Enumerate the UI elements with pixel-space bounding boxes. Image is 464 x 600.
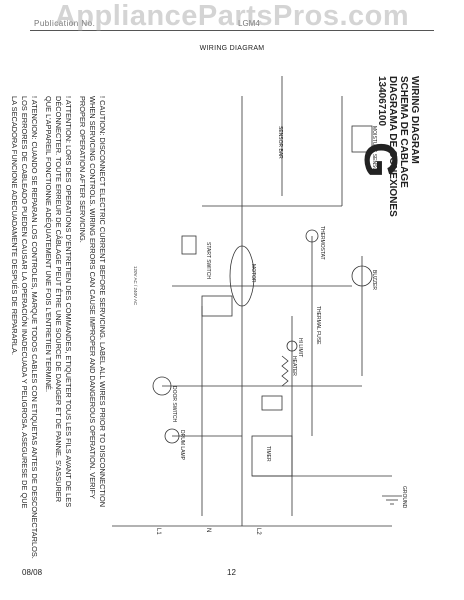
page-number: 12	[227, 568, 236, 577]
legend-line-1: WIRING DIAGRAM	[409, 76, 420, 164]
publication-label: LGM4	[238, 19, 260, 28]
l2-label: L2	[255, 528, 261, 535]
header-rule	[30, 30, 434, 31]
door-switch-label: DOOR SWITCH	[171, 386, 177, 423]
caution-fr-1: ! ATTENTION: LORS DES OPERATIONS D'ENTRE…	[64, 96, 73, 508]
legend-letter: G	[355, 142, 407, 178]
heater-label: HEATER	[291, 356, 297, 376]
caution-es-3: LA SECADORA FUNCIONE ADECUADAMENTE DESPU…	[10, 96, 19, 356]
watermark: AppliancePartsPros.com	[54, 0, 410, 32]
footer-date: 08/08	[22, 568, 43, 577]
caution-es-1: ! ATENCION: CUANDO SE REPARAN LOS CONTRO…	[30, 96, 39, 559]
ground-label: GROUND	[401, 486, 407, 509]
thermostat-label: THERMOSTAT	[319, 226, 325, 260]
wiring-diagram: ! CAUTION: DISCONNECT ELECTRIC CURRENT B…	[10, 56, 424, 559]
l1-label: L1	[155, 528, 161, 535]
page-title: WIRING DIAGRAM	[199, 45, 265, 52]
timer-label: TIMER	[265, 446, 271, 462]
caution-en-2: WHEN SERVICING CONTROLS. WIRING ERRORS C…	[88, 96, 97, 499]
caution-en-3: PROPER OPERATION AFTER SERVICING.	[78, 96, 87, 243]
voltage-note: 120V AC / 240V AC	[133, 266, 138, 306]
motor-label: MOTOR	[250, 264, 256, 283]
caution-fr-2: DÉCONNECTER. TOUTE ERREUR DE CÂBLAGE PEU…	[54, 96, 63, 503]
model-label: Publication No.	[34, 19, 96, 28]
thermal-fuse-label: THERMAL FUSE	[315, 306, 321, 345]
caution-block: ! CAUTION: DISCONNECT ELECTRIC CURRENT B…	[9, 96, 107, 559]
schematic	[112, 76, 402, 527]
caution-en-1: ! CAUTION: DISCONNECT ELECTRIC CURRENT B…	[98, 96, 107, 508]
hi-limit-label: HI LIMIT	[297, 338, 303, 358]
caution-es-2: LOS ERRORES DE CABLEADO PUEDEN CAUSAR LA…	[20, 96, 29, 509]
buzzer-label: BUZZER	[371, 270, 377, 290]
sensor-bar-label: SENSOR BAR	[277, 126, 283, 159]
start-switch-label: START SWITCH	[205, 242, 211, 279]
n-label: N	[205, 528, 211, 533]
drum-lamp-label: DRUM LAMP	[179, 430, 185, 461]
caution-fr-3: QUE L'APPAREIL FONCTIONNE ADÉQUATEMENT U…	[44, 96, 53, 393]
